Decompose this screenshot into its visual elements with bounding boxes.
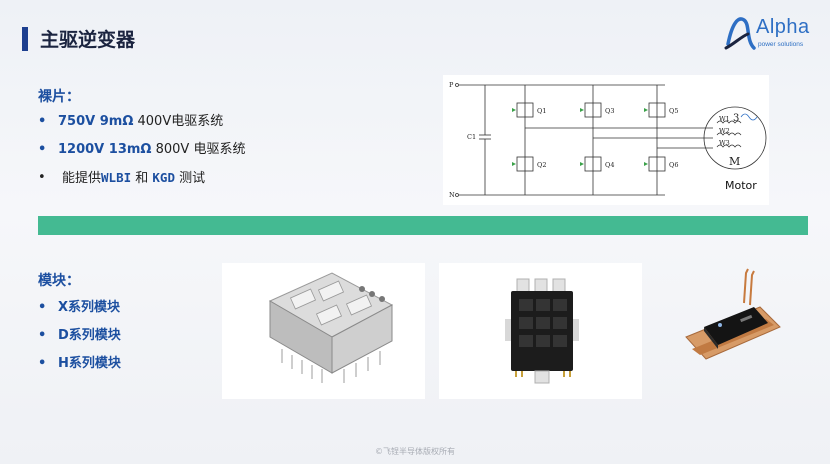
inverter-circuit-diagram: P N C1 Q1 Q2 Q3 Q4 Q5 Q6 W1 W2 W3 3 M Mo… <box>443 75 769 205</box>
copyright-footer: ©飞锃半导体版权所有 <box>375 447 455 456</box>
module-series-label: D系列模块 <box>58 328 121 343</box>
chip-spec: 1200V 13mΩ <box>58 142 152 157</box>
q3-label: Q3 <box>605 107 614 115</box>
kgd-term: KGD <box>152 170 175 185</box>
n-terminal-label: N <box>449 191 455 199</box>
q6-label: Q6 <box>669 161 678 169</box>
motor-symbol-label: M <box>729 155 740 168</box>
logo-tagline: power solutions <box>758 41 804 48</box>
alpha-logo-icon <box>724 17 756 50</box>
d-series-module-image <box>439 263 642 399</box>
h-series-module-image <box>656 263 816 399</box>
module-heading: 模块： <box>38 273 80 289</box>
logo-wordmark: Alpha <box>756 16 810 38</box>
page-title: 主驱逆变器 <box>40 29 136 51</box>
title-accent-bar <box>22 27 28 51</box>
x-series-module-image <box>222 263 425 399</box>
bare-chip-heading: 裸片： <box>38 89 80 105</box>
c1-label: C1 <box>467 133 476 141</box>
brand-logo: Alpha power solutions <box>724 14 820 54</box>
chip-system: 800V 电驱系统 <box>151 142 246 157</box>
chip-system: 400V电驱系统 <box>133 114 224 129</box>
bullet-icon: • <box>38 114 47 129</box>
bullet-icon: • <box>38 328 47 343</box>
q5-label: Q5 <box>669 107 678 115</box>
section-divider-bar <box>38 216 808 235</box>
wlbi-term: WLBI <box>101 170 132 185</box>
module-series-label: H系列模块 <box>58 356 121 371</box>
w1-label: W1 <box>719 115 730 123</box>
bullet-icon: • <box>38 170 46 185</box>
motor-label: Motor <box>725 179 757 192</box>
w2-label: W2 <box>719 127 730 135</box>
w3-label: W3 <box>719 139 730 147</box>
bullet-icon: • <box>38 356 47 371</box>
bullet-icon: • <box>38 300 47 315</box>
p-terminal-label: P <box>449 81 454 89</box>
q2-label: Q2 <box>537 161 546 169</box>
chip-spec: 750V 9mΩ <box>58 114 134 129</box>
q4-label: Q4 <box>605 161 614 169</box>
bullet-icon: • <box>38 142 47 157</box>
module-series-label: X系列模块 <box>58 300 121 315</box>
q1-label: Q1 <box>537 107 546 115</box>
phase-count-label: 3 <box>733 113 739 124</box>
